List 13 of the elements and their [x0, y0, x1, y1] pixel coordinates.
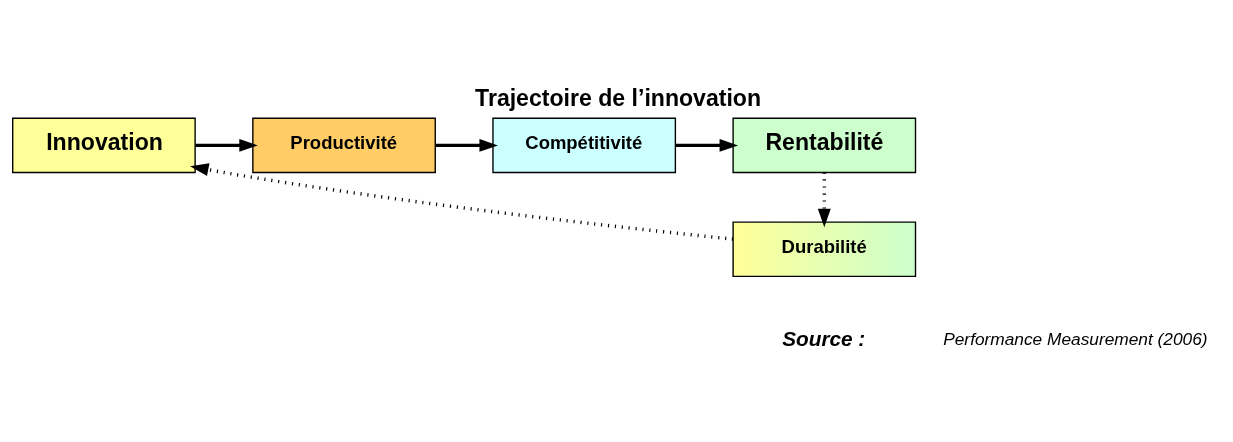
arrow — [675, 138, 739, 152]
node-box: Compétitivité — [492, 117, 677, 174]
label: Performance Measurement (2006) — [943, 329, 1208, 350]
arrow — [435, 138, 498, 152]
node-box: Rentabilité — [732, 117, 917, 174]
node-box: Durabilité — [732, 221, 917, 278]
arrow — [195, 138, 258, 152]
diagram-title: Trajectoire de l’innovation — [475, 84, 762, 111]
arrow — [817, 172, 831, 228]
label: Source : — [782, 327, 866, 351]
node-box: Productivité — [252, 117, 436, 174]
arrow — [190, 163, 734, 241]
node-box: Innovation — [12, 117, 196, 174]
